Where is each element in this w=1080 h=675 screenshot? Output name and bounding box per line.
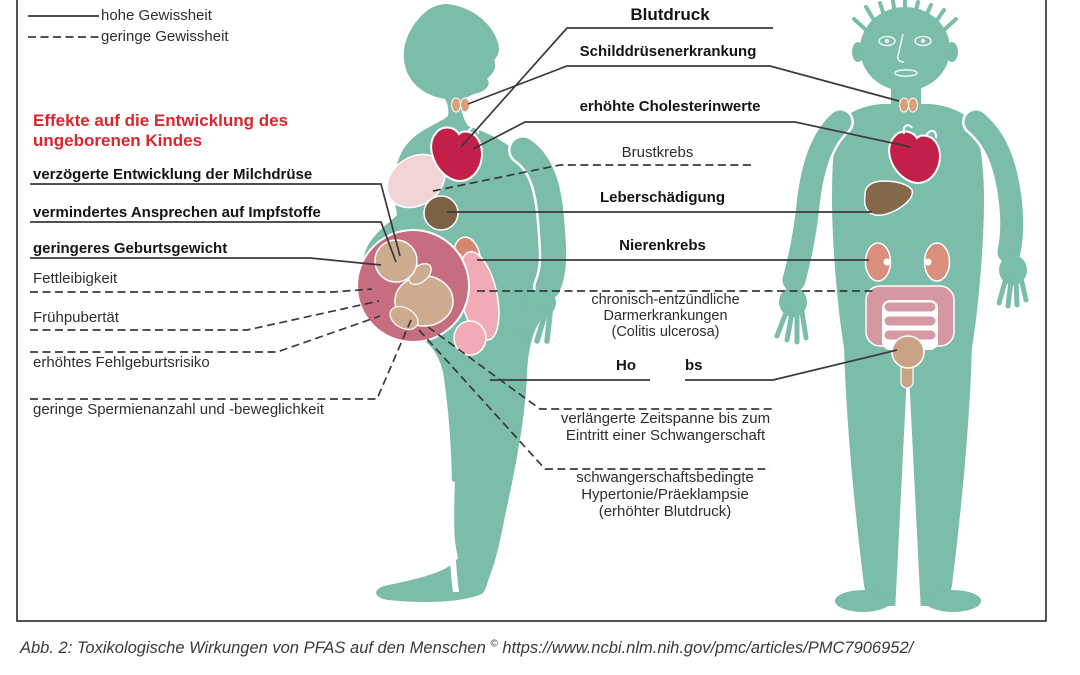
connector-brustkrebs (432, 164, 752, 192)
label-zeitspanne-line2: Eintritt einer Schwangerschaft (565, 426, 766, 444)
woman-leg-gap (448, 480, 459, 592)
connector-blutdruck (460, 27, 773, 148)
connector-spermien (30, 319, 412, 400)
fetal-effects-heading-line1: Effekte auf die Entwicklung des (33, 111, 289, 130)
connector-fettleibigkeit (30, 288, 373, 293)
label-hypertonie-line1: schwangerschaftsbedingte (576, 469, 754, 486)
man-right-arm (964, 110, 1024, 264)
woman-heart-vessel (467, 126, 480, 135)
label-spermien: geringe Spermienanzahl und -beweglichkei… (33, 401, 325, 418)
man-head (860, 7, 950, 91)
woman-hand-fingers (516, 307, 553, 344)
legend-low-label: geringe Gewissheit (101, 28, 229, 45)
label-schilddruese: Schilddrüsenerkrankung (579, 43, 757, 60)
connectors (28, 15, 912, 470)
man-right-hand-fingers (996, 275, 1029, 309)
fetal-effects-heading: Effekte auf die Entwicklung des ungebore… (33, 111, 288, 151)
legend-high-label: hohe Gewissheit (101, 7, 212, 24)
label-hypertonie-line2: Hypertonie/Präeklampsie (581, 485, 749, 503)
man-left-hand-fingers (774, 307, 809, 345)
figure-caption-text: Abb. 2: Toxikologische Wirkungen von PFA… (20, 639, 486, 657)
label-nieren: Nierenkrebs (619, 237, 706, 254)
connector-hypertonie (418, 329, 770, 470)
connector-cholesterin (472, 121, 912, 150)
man-intestine (865, 285, 955, 350)
label-milchdruese: verzögerte Entwicklung der Milchdrüse (33, 166, 313, 183)
man-heart-vessels (902, 124, 938, 139)
label-zeitspanne: verlängerte Zeitspanne bis zum Eintritt … (538, 410, 793, 445)
label-cholesterin: erhöhte Cholesterinwerte (579, 98, 761, 115)
copyright-symbol: © (490, 638, 498, 650)
man-face-features (878, 33, 932, 78)
connector-fruehpubertaet (30, 300, 380, 331)
connector-schilddruese (467, 65, 900, 105)
man-foot-left (835, 590, 891, 612)
label-hoden-left: Ho (616, 357, 636, 374)
woman-arm (510, 137, 567, 300)
man-thyroid (899, 97, 918, 113)
man-foot-right (925, 590, 981, 612)
connector-fehlgeburtsrisiko (30, 315, 381, 353)
label-blutdruck: Blutdruck (630, 5, 710, 24)
label-hypertonie: schwangerschaftsbedingte Hypertonie/Präe… (540, 469, 790, 520)
connector-geburtsgewicht (30, 257, 382, 266)
woman-thyroid (451, 97, 470, 113)
man-left-arm (782, 110, 852, 292)
label-geburtsgewicht: geringeres Geburtsgewicht (33, 240, 228, 257)
label-impfstoffe: vermindertes Ansprechen auf Impfstoffe (33, 204, 321, 221)
label-hypertonie-line3: (erhöhter Blutdruck) (598, 502, 732, 520)
man-leg-gap (895, 354, 921, 613)
man-kidneys (864, 242, 951, 282)
woman-heart (430, 126, 483, 183)
woman-liver (423, 195, 459, 231)
label-fehlgeburtsrisiko: erhöhtes Fehlgeburtsrisiko (33, 354, 210, 371)
connector-hoden-right (685, 349, 898, 381)
label-fettleibigkeit: Fettleibigkeit (33, 270, 118, 287)
fetal-effects-heading-line2: ungeborenen Kindes (33, 131, 203, 151)
label-darm-line3: (Colitis ulcerosa) (611, 324, 720, 341)
label-brustkrebs: Brustkrebs (621, 144, 694, 161)
figure-caption: Abb. 2: Toxikologische Wirkungen von PFA… (20, 639, 913, 658)
diagram-canvas (16, 0, 1047, 622)
man-liver (863, 180, 914, 217)
figure-caption-url: https://www.ncbi.nlm.nih.gov/pmc/article… (502, 639, 914, 657)
connector-zeitspanne (427, 326, 772, 410)
connector-impfstoffe (30, 221, 397, 263)
label-hoden-right: bs (685, 357, 703, 374)
label-darm-line1: chronisch-entzündliche (591, 292, 740, 308)
frame-border (16, 0, 1047, 622)
label-leber: Leberschädigung (599, 189, 726, 206)
label-fruehpubertaet: Frühpubertät (33, 309, 119, 326)
label-darm: chronisch-entzündliche Darmerkrankungen … (548, 292, 783, 341)
connector-milchdruese (30, 183, 401, 257)
label-zeitspanne-line1: verlängerte Zeitspanne bis zum (560, 410, 771, 427)
label-darm-line2: Darmerkrankungen (603, 308, 728, 325)
